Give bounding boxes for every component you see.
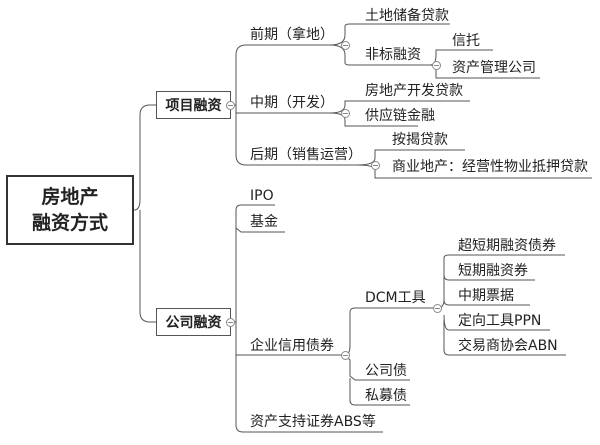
root-title-line2: 融资方式 [31,212,108,234]
node-trust: 信托 [452,33,480,49]
node-mortgage-loan: 按揭贷款 [392,132,448,148]
node-medium-term-note: 中期票据 [458,288,514,304]
collapse-toggle-early[interactable] [341,41,350,50]
node-mid-stage: 中期（开发） [250,95,334,111]
node-company-financing-label: 公司融资 [165,315,222,331]
collapse-toggle-credit[interactable] [341,351,350,360]
node-supply-chain-finance: 供应链金融 [365,108,435,124]
node-real-estate-dev-loan: 房地产开发贷款 [365,83,463,99]
node-asset-management-company: 资产管理公司 [452,60,536,76]
node-commercial-property-loan: 商业地产：经营性物业抵押贷款 [392,159,588,175]
node-company-financing: 公司融资 [156,308,231,336]
node-private-bond: 私募债 [365,388,407,404]
node-abs: 资产支持证券ABS等 [250,414,376,430]
collapse-toggle-dcm[interactable] [433,304,442,313]
root-title-line1: 房地产 [41,186,99,208]
node-ppn: 定向工具PPN [458,313,542,329]
node-short-term-bill: 短期融资券 [458,263,528,279]
node-dcm-tools: DCM工具 [365,290,426,306]
node-super-short-term-bond: 超短期融资债券 [458,238,556,254]
node-ipo: IPO [250,188,274,204]
collapse-toggle-nonstd[interactable] [432,61,441,70]
node-early-stage: 前期（拿地） [250,27,334,43]
node-enterprise-credit-bonds: 企业信用债券 [250,338,334,354]
node-fund: 基金 [250,214,278,230]
node-corporate-bond: 公司债 [365,363,407,379]
node-late-stage: 后期（销售运营） [250,147,362,163]
collapse-toggle-project[interactable] [226,101,235,110]
root-node: 房地产 融资方式 [6,175,134,245]
node-land-reserve-loan: 土地储备贷款 [365,8,449,24]
node-project-financing: 项目融资 [156,91,231,119]
node-nonstandard-financing: 非标融资 [365,47,421,63]
node-abn: 交易商协会ABN [458,338,558,354]
collapse-toggle-mid[interactable] [341,109,350,118]
collapse-toggle-late[interactable] [371,161,380,170]
node-project-financing-label: 项目融资 [165,98,222,114]
collapse-toggle-company[interactable] [226,318,235,327]
